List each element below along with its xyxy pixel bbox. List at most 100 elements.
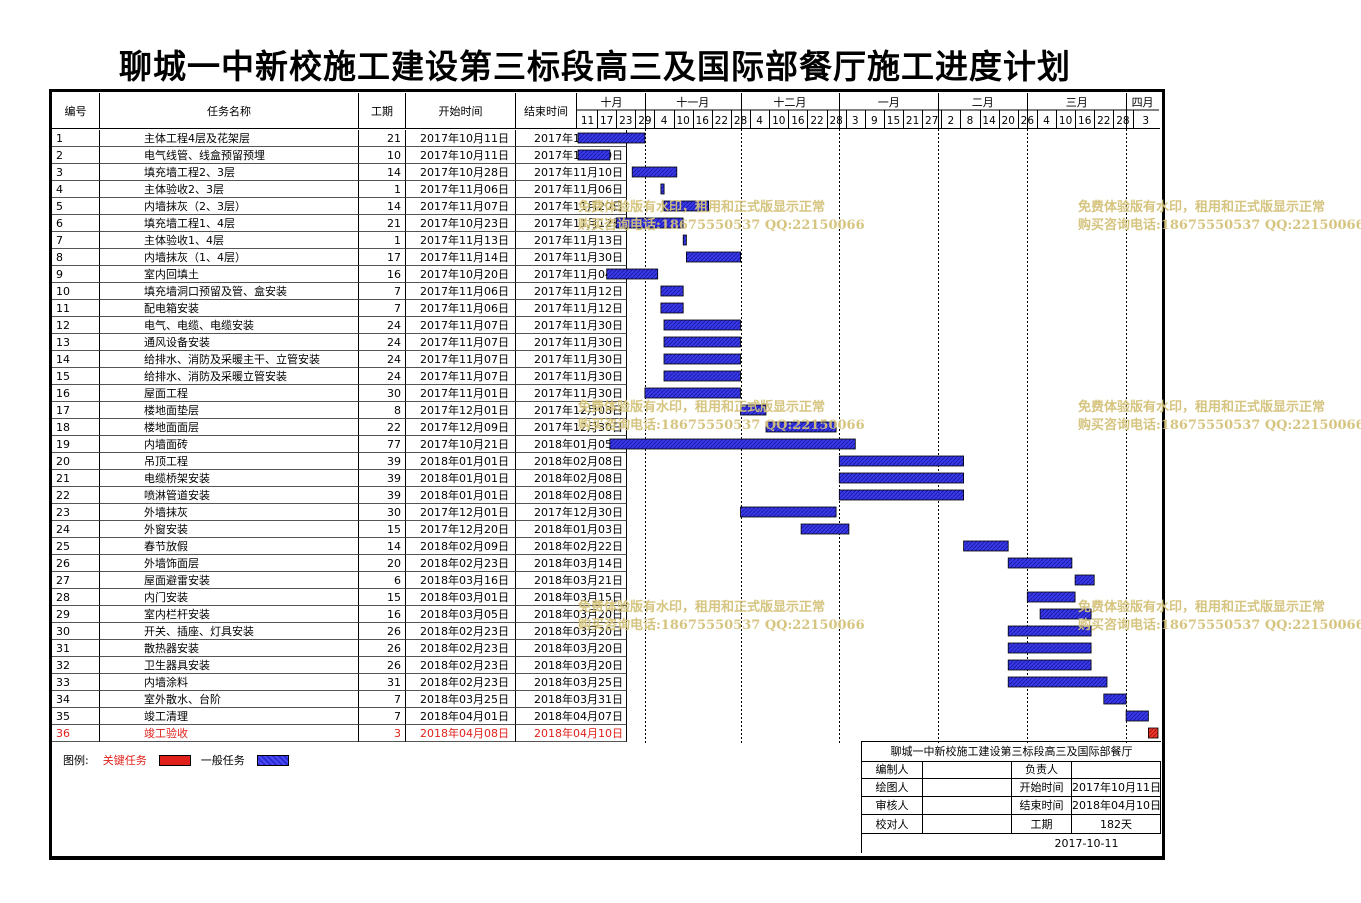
task-start: 2017年12月09日 (406, 419, 516, 436)
task-name: 卫生器具安装 (100, 657, 359, 674)
task-bar (660, 183, 665, 195)
task-start: 2017年11月07日 (406, 317, 516, 334)
task-end: 2018年03月20日 (516, 606, 627, 623)
tb-reviewer-label: 审核人 (862, 797, 923, 815)
task-id: 35 (52, 708, 100, 725)
tick-label: 20 (1002, 115, 1015, 127)
tb-start-label: 开始时间 (1012, 779, 1072, 797)
task-duration: 39 (359, 487, 406, 504)
task-name: 外墙抹灰 (100, 504, 359, 521)
task-name: 主体工程4层及花架层 (100, 130, 359, 147)
task-name: 散热器安装 (100, 640, 359, 657)
task-id: 36 (52, 725, 100, 742)
legend-normal-label: 一般任务 (200, 754, 245, 767)
task-bar (1007, 642, 1092, 654)
header-end: 结束时间 (516, 93, 577, 129)
tb-end-label: 结束时间 (1012, 797, 1072, 815)
task-name: 电气、电缆、电缆安装 (100, 317, 359, 334)
page-title: 聊城一中新校施工建设第三标段高三及国际部餐厅施工进度计划 (119, 47, 1071, 86)
legend: 图例: 关键任务 一般任务 (63, 752, 299, 768)
tick-label: 26 (1021, 115, 1035, 127)
table-row: 1主体工程4层及花架层212017年10月11日2017年10月31日 (52, 130, 627, 147)
task-start: 2017年10月20日 (406, 266, 516, 283)
task-name: 室内栏杆安装 (100, 606, 359, 623)
tick-label: 28 (734, 115, 747, 127)
task-bar (1039, 608, 1092, 620)
task-bar (838, 455, 964, 467)
task-end: 2017年11月30日 (516, 368, 627, 385)
task-duration: 14 (359, 198, 406, 215)
task-duration: 26 (359, 640, 406, 657)
task-id: 29 (52, 606, 100, 623)
task-end: 2018年02月22日 (516, 538, 627, 555)
task-name: 室外散水、台阶 (100, 691, 359, 708)
task-bar (577, 132, 646, 144)
task-name: 电缆桥架安装 (100, 470, 359, 487)
tb-duration-label: 工期 (1012, 815, 1072, 834)
tick-label: 22 (810, 115, 823, 127)
task-end: 2018年02月08日 (516, 487, 627, 504)
task-bar (682, 234, 687, 246)
tick-label: 28 (829, 115, 842, 127)
task-start: 2018年02月23日 (406, 640, 516, 657)
task-end: 2017年11月30日 (516, 334, 627, 351)
task-bar (686, 251, 742, 263)
tb-drawer-label: 绘图人 (862, 779, 923, 797)
task-duration: 21 (359, 215, 406, 232)
task-start: 2018年02月09日 (406, 538, 516, 555)
task-end: 2017年11月30日 (516, 317, 627, 334)
tick-label: 29 (638, 115, 651, 127)
task-end: 2018年03月21日 (516, 572, 627, 589)
month-label: 十月 (600, 95, 622, 109)
task-name: 给排水、消防及采暖立管安装 (100, 368, 359, 385)
tick-label: 4 (756, 115, 763, 127)
task-duration: 8 (359, 402, 406, 419)
task-id: 20 (52, 453, 100, 470)
task-start: 2018年04月08日 (406, 725, 516, 742)
task-id: 23 (52, 504, 100, 521)
task-bar (663, 336, 741, 348)
task-end: 2018年03月25日 (516, 674, 627, 691)
task-name: 内门安装 (100, 589, 359, 606)
task-id: 16 (52, 385, 100, 402)
title-block: 聊城一中新校施工建设第三标段高三及国际部餐厅 编制人 负责人 绘图人 开始时间 … (861, 741, 1161, 853)
task-bar (1007, 557, 1073, 569)
task-name: 主体验收2、3层 (100, 181, 359, 198)
task-start: 2018年03月25日 (406, 691, 516, 708)
task-name: 外墙饰面层 (100, 555, 359, 572)
task-start: 2017年11月06日 (406, 300, 516, 317)
task-start: 2017年11月06日 (406, 181, 516, 198)
schedule-frame (49, 89, 1165, 860)
tick-label: 15 (887, 115, 900, 127)
task-id: 2 (52, 147, 100, 164)
task-end: 2018年03月20日 (516, 640, 627, 657)
tick-label: 16 (696, 115, 710, 127)
task-start: 2017年11月06日 (406, 283, 516, 300)
task-duration: 7 (359, 708, 406, 725)
task-id: 4 (52, 181, 100, 198)
legend-critical-label: 关键任务 (102, 754, 147, 767)
month-label: 十二月 (773, 95, 806, 109)
task-duration: 20 (359, 555, 406, 572)
task-bar (740, 404, 767, 416)
tick-label: 8 (967, 115, 974, 127)
task-id: 5 (52, 198, 100, 215)
task-start: 2018年01月01日 (406, 487, 516, 504)
task-duration: 7 (359, 283, 406, 300)
task-bar (660, 302, 684, 314)
task-start: 2017年11月01日 (406, 385, 516, 402)
task-end: 2017年11月30日 (516, 249, 627, 266)
task-end: 2018年02月08日 (516, 470, 627, 487)
task-start: 2017年11月07日 (406, 334, 516, 351)
tick-label: 23 (619, 115, 632, 127)
task-end: 2018年03月31日 (516, 691, 627, 708)
tick-label: 28 (1116, 115, 1129, 127)
task-bar (663, 353, 741, 365)
